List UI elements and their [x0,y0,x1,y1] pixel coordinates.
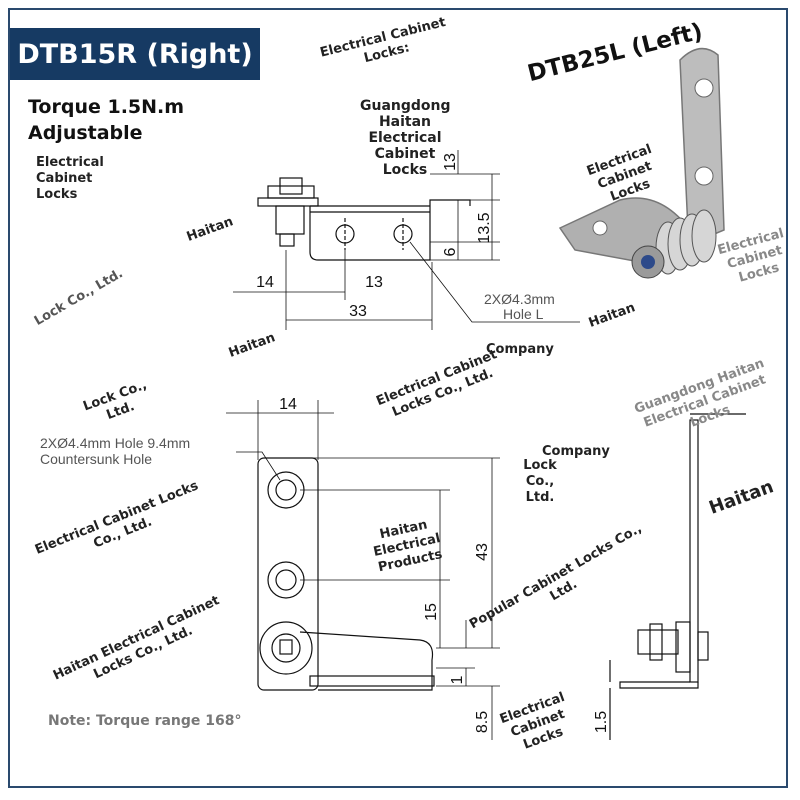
hole-callouts: 2XØ4.3mm Hole L 2XØ4.4mm Hole 9.4mm Coun… [40,291,555,467]
top-view-drawing [257,177,471,261]
dim-13-top: 13 [442,153,459,171]
front-hole-callout-2: Countersunk Hole [40,451,152,467]
dim-15: 15 [423,603,440,621]
adjustable-label: Adjustable [28,122,143,144]
torque-label: Torque 1.5N.m [28,96,185,118]
outer-frame [8,8,788,788]
dim-1-5: 1.5 [593,711,610,733]
dim-8-5: 8.5 [474,711,491,733]
product-photo [558,47,725,279]
side-view-drawing [609,413,746,740]
watermark-text: Lock Co., Ltd. [523,458,557,505]
dim-13-5: 13.5 [476,212,493,243]
top-view-dimensions [233,150,580,330]
front-hole-callout-1: 2XØ4.4mm Hole 9.4mm [40,435,190,451]
dim-33: 33 [349,303,367,320]
dim-13-bottom: 13 [365,274,383,291]
top-hole-callout-2: Hole L [503,306,544,322]
torque-note: Note: Torque range 168° [48,713,242,729]
dim-43: 43 [474,543,491,561]
dimension-labels: 13 13.5 6 14 13 33 14 43 15 1 8.5 1.5 [256,153,610,733]
dim-14-top: 14 [256,274,274,291]
dim-6: 6 [442,247,459,256]
model-title: DTB15R (Right) [10,28,260,80]
watermark-text: Guangdong Haitan Electrical Cabinet Lock… [360,98,451,178]
front-view-drawing [257,457,435,691]
dim-14-front: 14 [279,396,297,413]
top-hole-callout-1: 2XØ4.3mm [484,291,555,307]
front-view-dimensions [226,400,500,740]
watermark-text: Company [542,444,610,459]
watermark-text: Company [486,342,554,357]
watermark-text: Electrical Cabinet Locks [36,155,104,202]
dim-1: 1 [449,675,466,684]
